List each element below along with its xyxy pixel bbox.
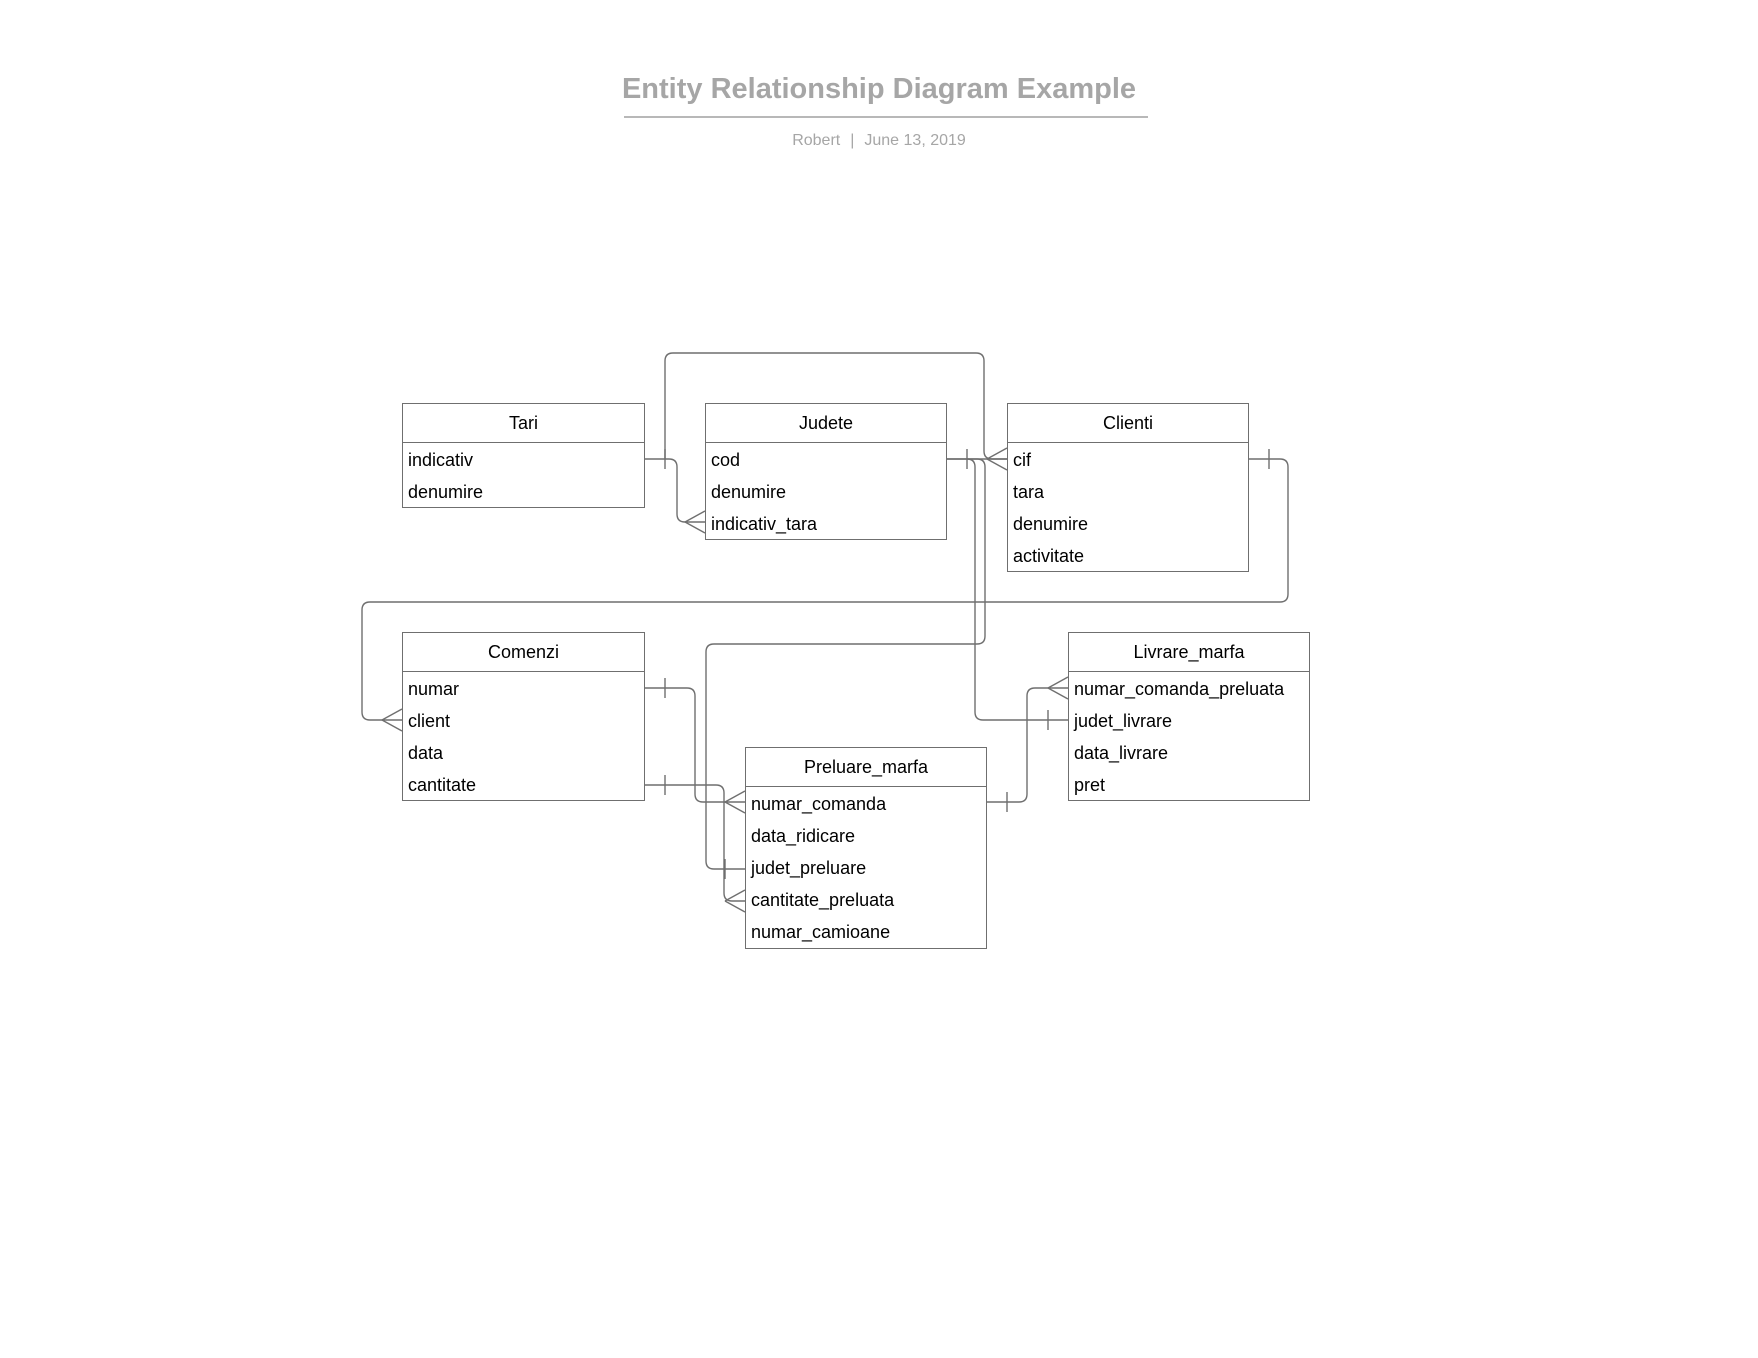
attr-clienti-denumire[interactable]: denumire [1013, 514, 1089, 534]
attr-comenzi-client[interactable]: client [408, 711, 451, 731]
attr-livrare-numar-comanda-preluata[interactable]: numar_comanda_preluata [1074, 679, 1285, 699]
attr-clienti-activitate[interactable]: activitate [1013, 546, 1085, 566]
rel-preluare-livrare-many-crow-a [1047, 676, 1069, 689]
rel-comenzi-preluare-cantitate[interactable] [645, 784, 745, 902]
rel-judete-livrare[interactable] [966, 458, 1068, 721]
attr-judete-denumire[interactable]: denumire [711, 482, 787, 502]
rel-comenzi-preluare-numar-many-crow-b [724, 801, 746, 814]
rel-judete-preluare[interactable] [705, 458, 986, 870]
attr-judete-indicativ-tara[interactable]: indicativ_tara [711, 514, 818, 534]
attr-comenzi-cantitate[interactable]: cantitate [408, 775, 477, 795]
attr-clienti-tara[interactable]: tara [1013, 482, 1045, 502]
entity-livrare-marfa-title: Livrare_marfa [1069, 633, 1309, 672]
document-date: June 13, 2019 [864, 132, 966, 149]
attr-comenzi-numar[interactable]: numar [408, 679, 460, 699]
rel-tari-clienti[interactable] [664, 352, 1007, 460]
rel-comenzi-preluare-cantitate-many-crow-b [724, 900, 746, 913]
attr-preluare-numar-comanda[interactable]: numar_comanda [751, 794, 887, 814]
attr-preluare-numar-camioane[interactable]: numar_camioane [751, 922, 891, 942]
entity-comenzi[interactable]: Comenzi numar client data cantitate [402, 632, 645, 801]
entity-preluare-marfa-title: Preluare_marfa [746, 748, 986, 787]
entity-preluare-marfa[interactable]: Preluare_marfa numar_comanda data_ridica… [745, 747, 987, 949]
attr-judete-cod[interactable]: cod [711, 450, 741, 470]
attr-comenzi-data[interactable]: data [408, 743, 444, 763]
attr-preluare-data-ridicare[interactable]: data_ridicare [751, 826, 856, 846]
entity-livrare-marfa[interactable]: Livrare_marfa numar_comanda_preluata jud… [1068, 632, 1310, 801]
entity-tari-title: Tari [403, 404, 644, 443]
rel-tari-clienti-many-crow-b [986, 458, 1008, 471]
meta-separator: | [850, 132, 855, 149]
rel-tari-judete[interactable] [645, 458, 705, 523]
attr-tari-indicativ[interactable]: indicativ [408, 450, 474, 470]
diagram-title: Entity Relationship Diagram Example [621, 73, 1137, 105]
rel-comenzi-preluare-numar[interactable] [645, 687, 745, 803]
entity-clienti[interactable]: Clienti cif tara denumire activitate [1007, 403, 1249, 572]
rel-comenzi-preluare-numar-many-crow-a [724, 790, 746, 803]
attr-livrare-judet-livrare[interactable]: judet_livrare [1074, 711, 1173, 731]
attr-clienti-cif[interactable]: cif [1013, 450, 1031, 470]
rel-preluare-livrare-many-crow-b [1047, 687, 1069, 700]
rel-tari-clienti-many-crow-a [986, 447, 1008, 460]
document-header: Entity Relationship Diagram Example Robe… [0, 0, 1758, 200]
document-meta: Robert | June 13, 2019 [0, 131, 1758, 151]
rel-clienti-comenzi[interactable] [361, 458, 1289, 721]
author-name: Robert [792, 132, 841, 149]
attr-livrare-pret[interactable]: pret [1074, 775, 1106, 795]
attr-livrare-data-livrare[interactable]: data_livrare [1074, 743, 1169, 763]
attr-preluare-judet-preluare[interactable]: judet_preluare [751, 858, 867, 878]
entity-tari[interactable]: Tari indicativ denumire [402, 403, 645, 508]
rel-clienti-comenzi-many-crow-b [381, 719, 403, 732]
entity-clienti-title: Clienti [1008, 404, 1248, 443]
rel-preluare-livrare[interactable] [987, 687, 1068, 803]
rel-comenzi-preluare-cantitate-many-crow-a [724, 889, 746, 902]
attr-preluare-cantitate-preluata[interactable]: cantitate_preluata [751, 890, 895, 910]
rel-clienti-comenzi-many-crow-a [381, 708, 403, 721]
entity-judete-title: Judete [706, 404, 946, 443]
title-divider [624, 116, 1148, 118]
entity-judete[interactable]: Judete cod denumire indicativ_tara [705, 403, 947, 540]
rel-tari-judete-many-crow-a [684, 510, 706, 523]
rel-tari-judete-many-crow-b [684, 521, 706, 534]
attr-tari-denumire[interactable]: denumire [408, 482, 484, 502]
entity-comenzi-title: Comenzi [403, 633, 644, 672]
